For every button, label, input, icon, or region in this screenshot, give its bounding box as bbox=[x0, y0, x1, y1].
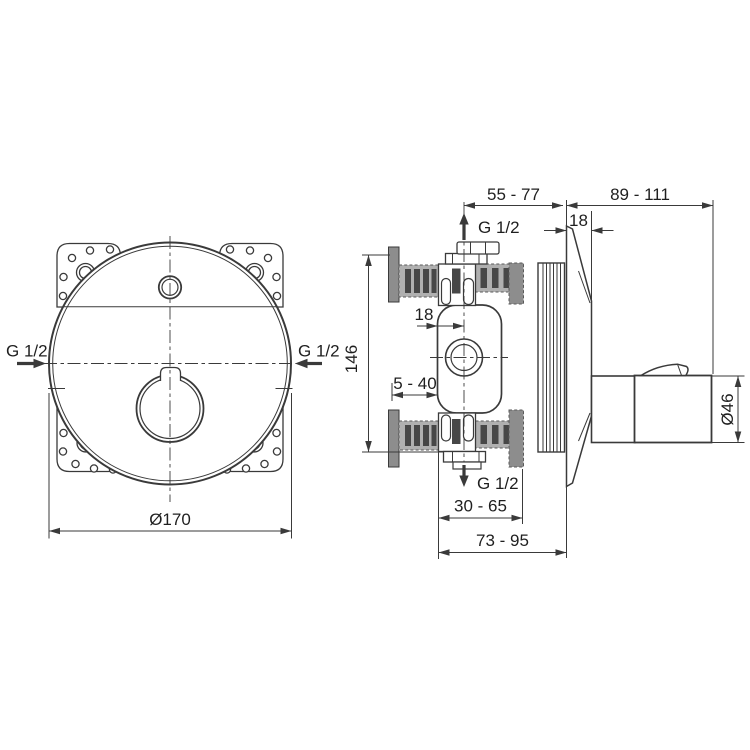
supply-pipe-top-right bbox=[475, 263, 513, 293]
outlet-bottom: G 1/2 bbox=[459, 465, 519, 493]
front-view: G 1/2 G 1/2 Ø170 bbox=[6, 236, 340, 539]
handle-knob bbox=[633, 374, 713, 444]
valve-body bbox=[436, 304, 503, 414]
bottom-outlet-connection bbox=[437, 412, 487, 470]
dim-diameter-label: Ø170 bbox=[149, 510, 191, 529]
dim-handle-diameter-label: Ø46 bbox=[718, 393, 737, 425]
wall-flange-bottom-right bbox=[508, 409, 524, 468]
thread-left-label: G 1/2 bbox=[6, 342, 48, 361]
thread-right-label: G 1/2 bbox=[298, 342, 340, 361]
supply-pipe-bottom-right bbox=[475, 420, 513, 449]
bottom-union-nut bbox=[452, 461, 482, 470]
dim-plaster-range-label: 5 - 40 bbox=[393, 374, 436, 393]
supply-pipe-bottom-left bbox=[398, 420, 439, 451]
dim-depth-range-label: 55 - 77 bbox=[487, 185, 540, 204]
handle-index-tab bbox=[159, 366, 182, 381]
dimension-plaster-range: 5 - 40 bbox=[391, 374, 438, 401]
dimension-center-offset: 18 bbox=[415, 305, 464, 330]
top-outlet-connection bbox=[437, 241, 500, 307]
dimension-handle-projection: 89 - 111 bbox=[566, 185, 714, 558]
wall-flange-bottom-left bbox=[388, 409, 400, 468]
outlet-top: G 1/2 bbox=[459, 213, 520, 240]
wall-flange-top-left bbox=[388, 246, 400, 303]
flow-arrow-left-icon bbox=[295, 358, 308, 369]
handle-neck bbox=[590, 375, 636, 444]
dimension-total-range: 73 - 95 bbox=[438, 531, 567, 556]
flow-arrow-up-icon bbox=[459, 213, 469, 225]
thread-bottom-label: G 1/2 bbox=[477, 474, 519, 493]
thread-top-label: G 1/2 bbox=[478, 218, 520, 237]
inlet-left: G 1/2 bbox=[6, 342, 48, 369]
dim-plate-thickness-label: 18 bbox=[569, 211, 588, 230]
top-union-nut bbox=[456, 241, 500, 255]
dimension-height: 146 bbox=[342, 254, 444, 453]
dimension-diameter-170: Ø170 bbox=[48, 393, 292, 539]
dimension-handle-diameter: Ø46 bbox=[712, 375, 745, 443]
side-view: G 1/2 G 1/2 55 - 77 89 - 111 bbox=[342, 185, 745, 559]
handle-lever bbox=[638, 363, 689, 377]
escutcheon-side bbox=[565, 224, 593, 488]
dimension-plate-thickness: 18 bbox=[544, 211, 614, 301]
inlet-right: G 1/2 bbox=[295, 342, 340, 369]
dimension-depth-range: 55 - 77 bbox=[464, 185, 563, 209]
dim-height-label: 146 bbox=[342, 345, 361, 373]
dim-total-range-label: 73 - 95 bbox=[476, 531, 529, 550]
flow-arrow-right-icon bbox=[33, 358, 46, 369]
wall-flange-top-right bbox=[508, 262, 524, 305]
dim-center-offset-label: 18 bbox=[415, 305, 434, 324]
dimension-recess-range: 30 - 65 bbox=[438, 452, 523, 559]
supply-pipe-top-left bbox=[398, 264, 439, 298]
dim-recess-range-label: 30 - 65 bbox=[454, 497, 507, 516]
flow-arrow-down-icon bbox=[459, 475, 469, 487]
protection-sleeve bbox=[537, 262, 566, 453]
dim-handle-projection-label: 89 - 111 bbox=[610, 185, 670, 204]
